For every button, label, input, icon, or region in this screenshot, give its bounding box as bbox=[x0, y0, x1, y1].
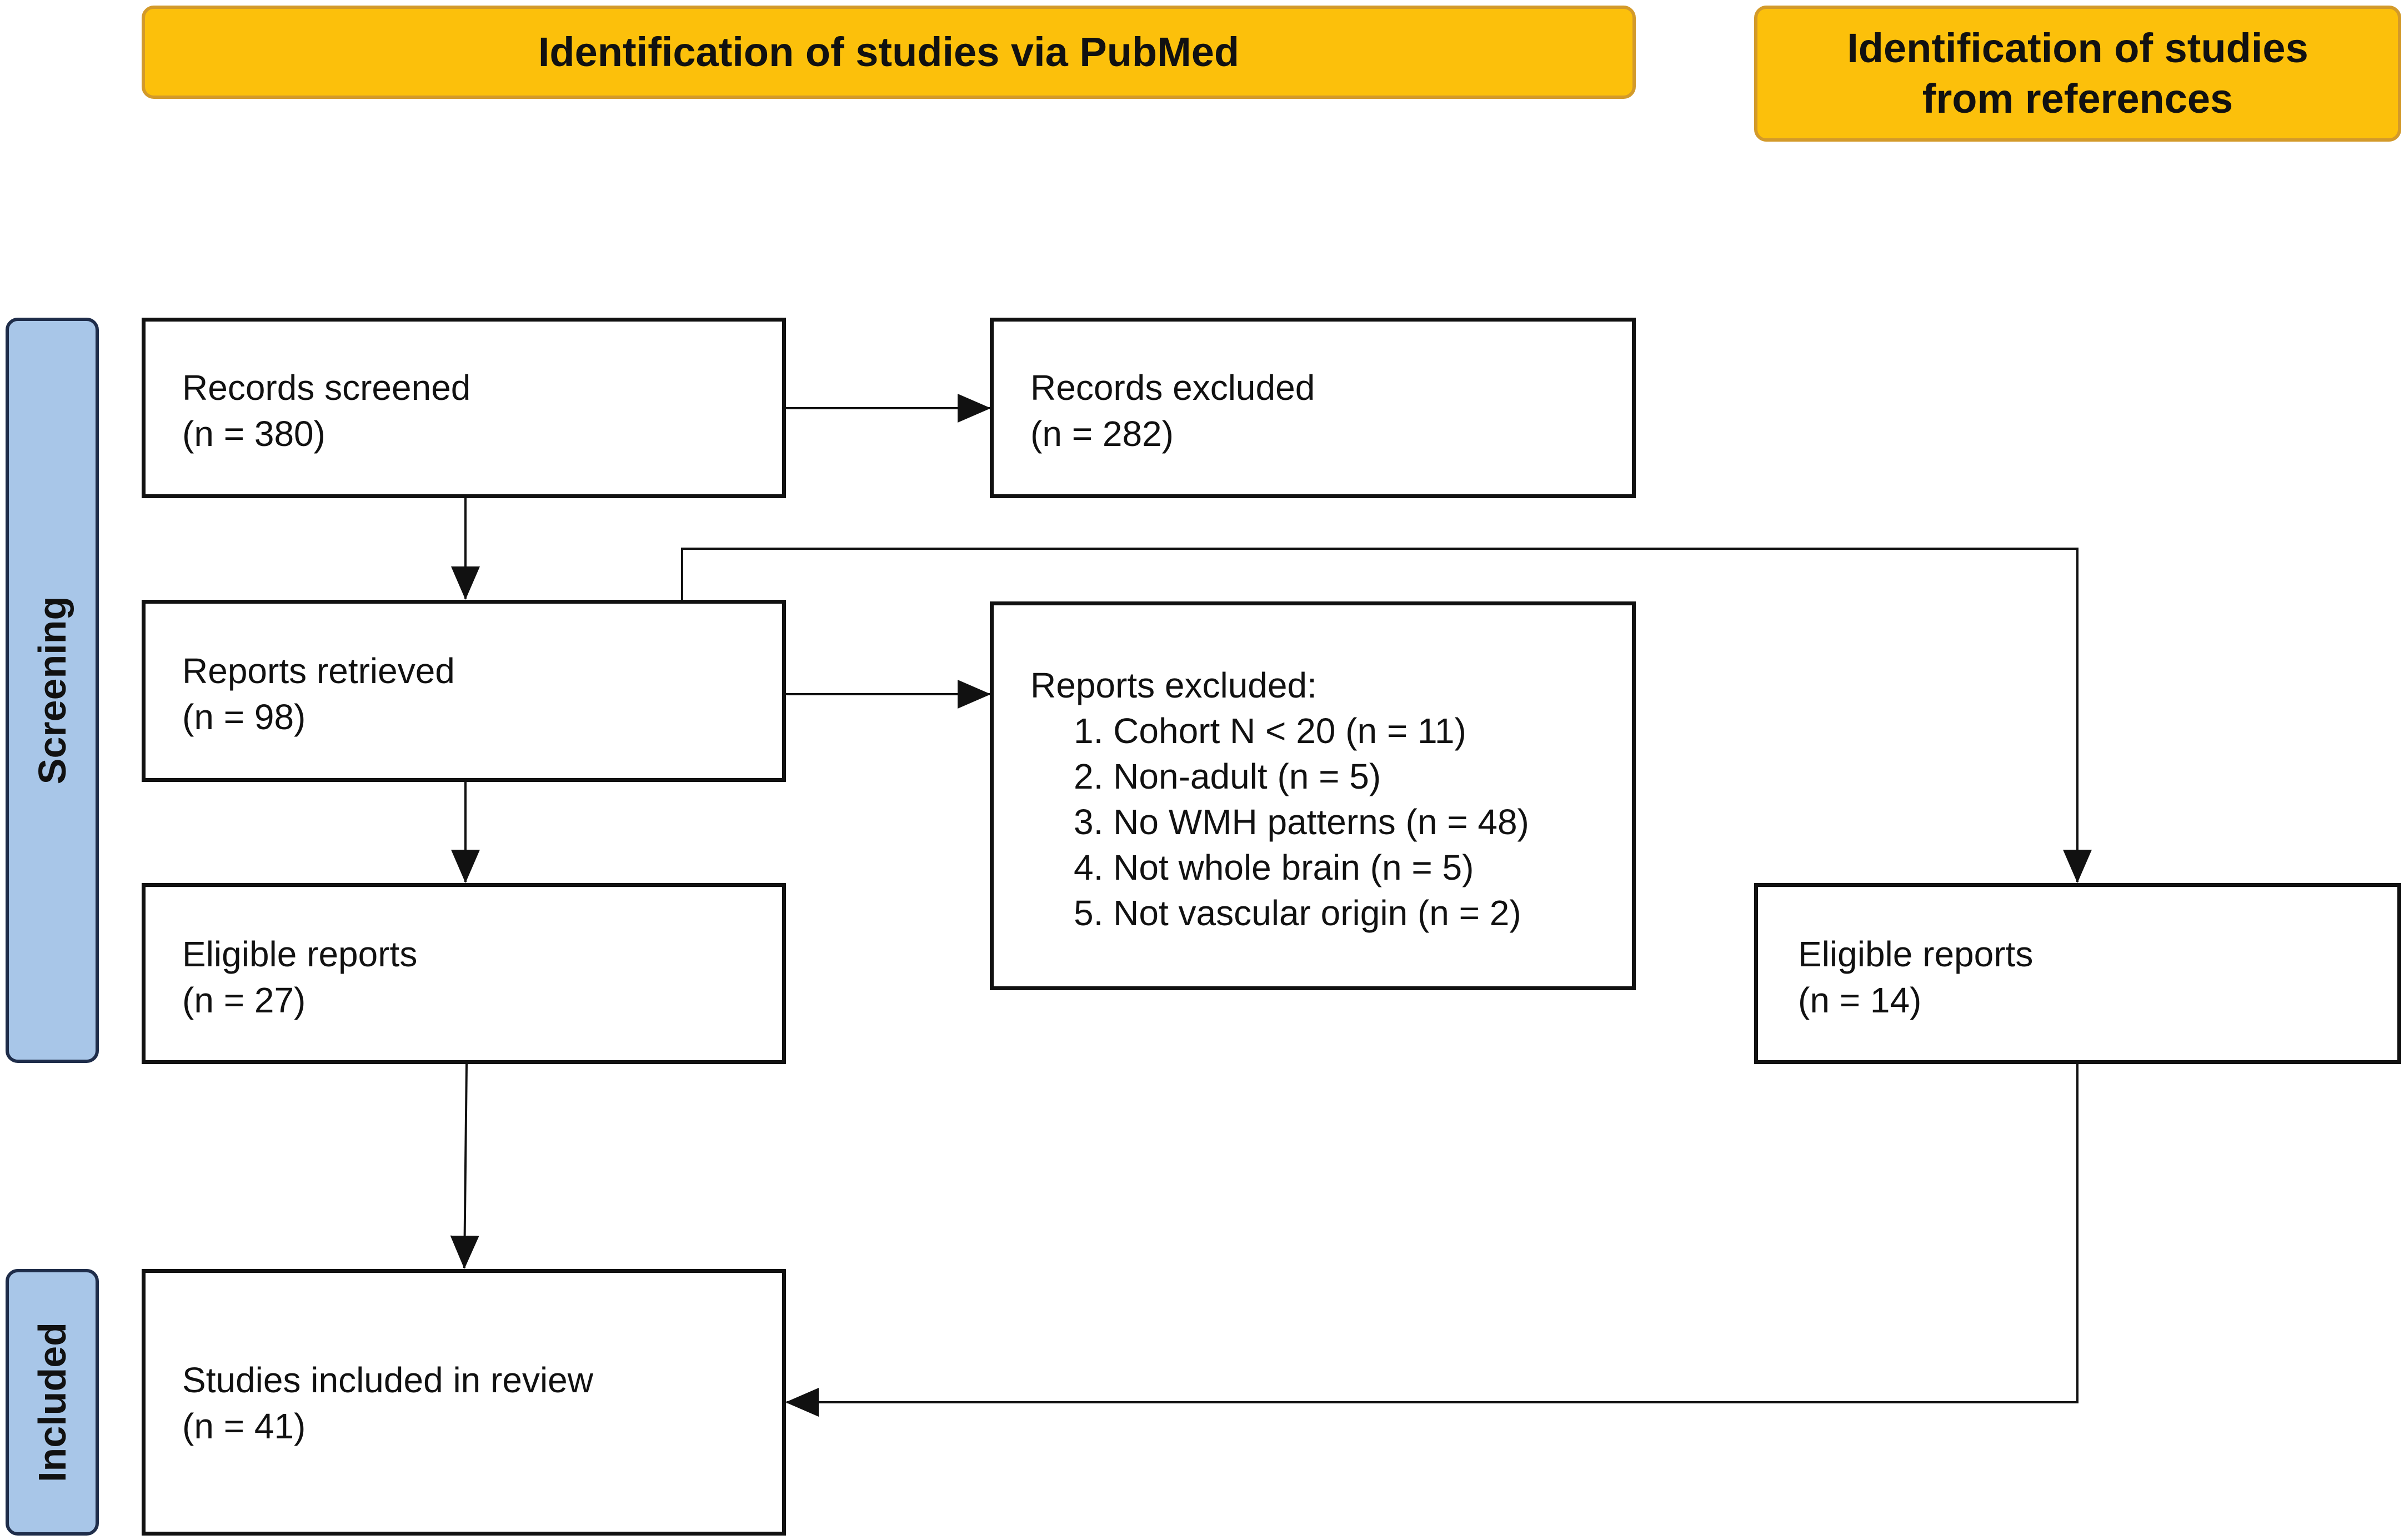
records-excluded-count: (n = 282) bbox=[1030, 414, 1174, 454]
exclusion-reason: 3. No WMH patterns (n = 48) bbox=[1074, 801, 1529, 842]
reports-retrieved-box: Reports retrieved (n = 98) bbox=[142, 600, 786, 782]
arrow-retrieved-to-eligible-references bbox=[681, 548, 2092, 883]
header-references: Identification of studies from reference… bbox=[1754, 6, 2401, 142]
exclusion-reason: 2. Non-adult (n = 5) bbox=[1074, 756, 1381, 796]
exclusion-reason: 1. Cohort N < 20 (n = 11) bbox=[1074, 710, 1466, 751]
header-references-text: Identification of studies from reference… bbox=[1847, 25, 2308, 122]
phase-screening: Screening bbox=[6, 318, 99, 1063]
reports-retrieved-count: (n = 98) bbox=[182, 697, 306, 738]
eligible-references-label: Eligible reports bbox=[1798, 934, 2034, 974]
header-pubmed-text: Identification of studies via PubMed bbox=[538, 28, 1240, 75]
records-excluded-label: Records excluded bbox=[1030, 368, 1315, 408]
arrow-references-to-included bbox=[785, 1064, 2079, 1417]
reports-retrieved-label: Reports retrieved bbox=[182, 651, 455, 691]
arrow-eligible-to-included bbox=[450, 1064, 479, 1269]
reports-excluded-box: Reports excluded: 1. Cohort N < 20 (n = … bbox=[990, 601, 1636, 990]
eligible-references-count: (n = 14) bbox=[1798, 980, 1922, 1021]
records-screened-box: Records screened (n = 380) bbox=[142, 318, 786, 498]
eligible-pubmed-label: Eligible reports bbox=[182, 934, 418, 974]
exclusion-reason: 5. Not vascular origin (n = 2) bbox=[1074, 892, 1521, 933]
eligible-reports-pubmed-box: Eligible reports (n = 27) bbox=[142, 883, 786, 1064]
exclusion-reasons-list: 1. Cohort N < 20 (n = 11) 2. Non-adult (… bbox=[1030, 709, 1632, 936]
reports-excluded-label: Reports excluded: bbox=[1030, 665, 1317, 705]
studies-included-label: Studies included in review bbox=[182, 1360, 593, 1400]
records-excluded-box: Records excluded (n = 282) bbox=[990, 318, 1636, 498]
phase-included: Included bbox=[6, 1269, 99, 1536]
exclusion-reason: 4. Not whole brain (n = 5) bbox=[1074, 847, 1474, 887]
records-screened-label: Records screened bbox=[182, 368, 471, 408]
eligible-pubmed-count: (n = 27) bbox=[182, 980, 306, 1021]
eligible-reports-references-box: Eligible reports (n = 14) bbox=[1754, 883, 2401, 1064]
header-pubmed: Identification of studies via PubMed bbox=[142, 6, 1636, 99]
records-screened-count: (n = 380) bbox=[182, 414, 325, 454]
studies-included-box: Studies included in review (n = 41) bbox=[142, 1269, 786, 1536]
studies-included-count: (n = 41) bbox=[182, 1406, 306, 1447]
